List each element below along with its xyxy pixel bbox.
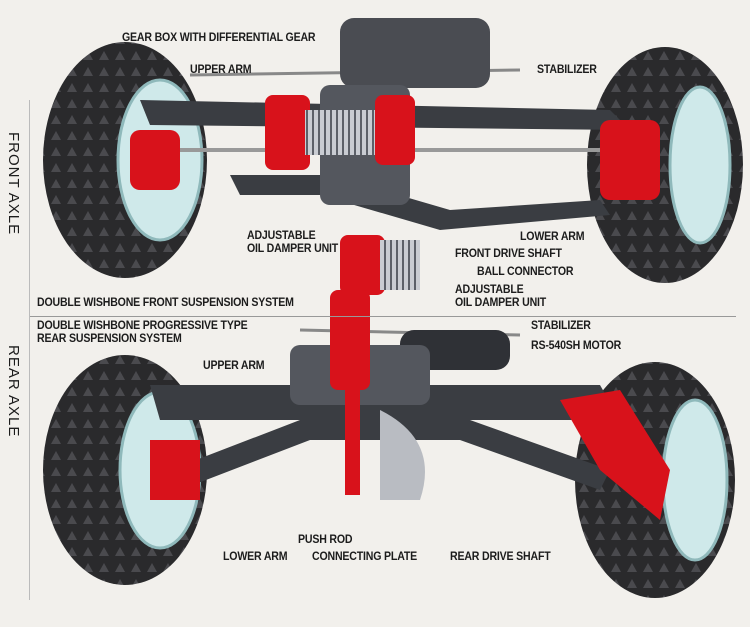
rear-suspension-title-1: DOUBLE WISHBONE PROGRESSIVE TYPE bbox=[37, 320, 248, 332]
rear-uprights bbox=[150, 390, 670, 520]
label-rear-drive-shaft: REAR DRIVE SHAFT bbox=[450, 551, 551, 563]
label-gear-box: GEAR BOX WITH DIFFERENTIAL GEAR bbox=[122, 32, 316, 44]
label-rear-stabilizer: STABILIZER bbox=[531, 320, 591, 332]
front-hubs bbox=[130, 120, 660, 200]
label-front-stabilizer: STABILIZER bbox=[537, 64, 597, 76]
label-rear-upper-arm: UPPER ARM bbox=[203, 360, 265, 372]
label-connecting-plate: CONNECTING PLATE bbox=[312, 551, 418, 563]
front-axle-heading: FRONT AXLE bbox=[5, 132, 22, 236]
label-front-lower-arm: LOWER ARM bbox=[520, 231, 585, 243]
label-motor: RS-540SH MOTOR bbox=[531, 340, 622, 352]
front-damper bbox=[265, 95, 415, 170]
front-right-wheel bbox=[587, 47, 743, 283]
label-rear-lower-arm: LOWER ARM bbox=[223, 551, 288, 563]
axle-divider-vertical bbox=[29, 100, 30, 600]
label-front-drive-shaft: FRONT DRIVE SHAFT bbox=[455, 248, 562, 260]
label-front-damper-1: ADJUSTABLE bbox=[247, 230, 316, 242]
label-ball-connector: BALL CONNECTOR bbox=[477, 266, 574, 278]
label-rear-damper-1: ADJUSTABLE bbox=[455, 284, 524, 296]
rear-suspension-title-2: REAR SUSPENSION SYSTEM bbox=[37, 333, 182, 345]
front-left-wheel bbox=[43, 42, 207, 278]
label-rear-damper-2: OIL DAMPER UNIT bbox=[455, 297, 547, 309]
label-front-damper-2: OIL DAMPER UNIT bbox=[247, 243, 339, 255]
label-push-rod: PUSH ROD bbox=[298, 534, 353, 546]
label-front-upper-arm: UPPER ARM bbox=[190, 64, 252, 76]
rear-axle-heading: REAR AXLE bbox=[5, 345, 22, 438]
rear-damper-rocker bbox=[330, 235, 425, 500]
front-suspension-title: DOUBLE WISHBONE FRONT SUSPENSION SYSTEM bbox=[37, 297, 294, 309]
section-divider bbox=[30, 316, 736, 317]
